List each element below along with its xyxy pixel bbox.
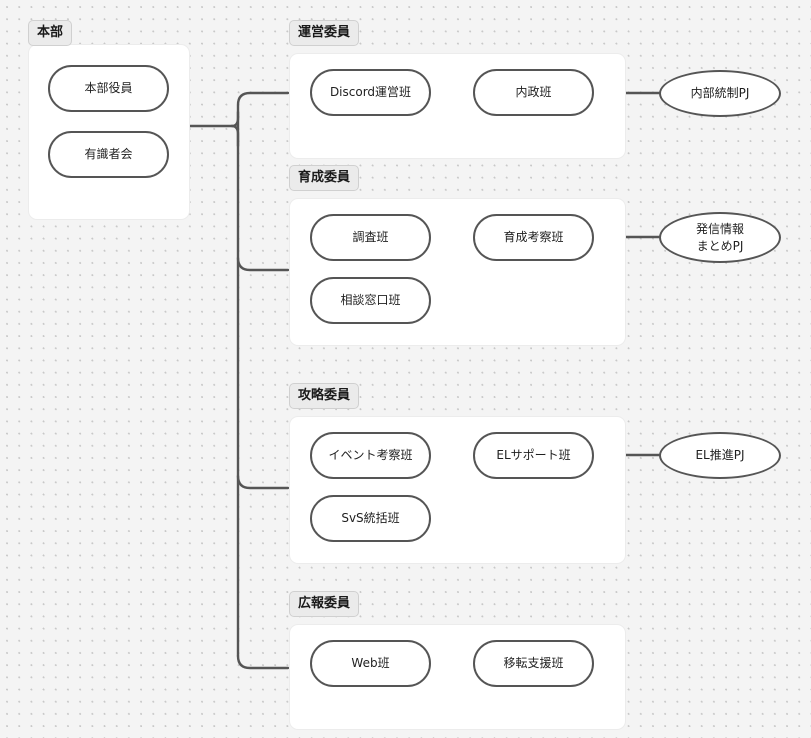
node-discord-unei-han[interactable]: Discord運営班 <box>310 69 431 116</box>
group-unei-iin: 運営委員 Discord運営班 内政班 <box>289 20 626 159</box>
project-hasshin-jouhou-matome-pj-line-1: 発信情報 <box>695 221 744 236</box>
group-label-kouryaku-iin: 攻略委員 <box>289 383 360 409</box>
node-naisei-han[interactable]: 内政班 <box>473 69 594 116</box>
group-ikusei-iin: 育成委員 調査班 育成考察班 相談窓口班 <box>289 165 626 346</box>
connector-branch-kouryaku <box>236 474 290 490</box>
node-ikusei-kousatsu-han[interactable]: 育成考察班 <box>473 214 594 261</box>
project-hasshin-jouhou-matome-pj-line-2: まとめPJ <box>696 238 744 253</box>
connector-branch-unei <box>230 91 290 128</box>
group-headquarters: 本部 本部役員 有識者会 <box>28 20 190 220</box>
group-label-ikusei-iin: 育成委員 <box>289 165 360 191</box>
project-el-suishin-pj-line-1: EL推進PJ <box>695 448 745 463</box>
node-svs-toukatsu-han[interactable]: SvS統括班 <box>310 495 431 542</box>
project-el-suishin-pj[interactable]: EL推進PJ <box>659 432 781 479</box>
node-web-han[interactable]: Web班 <box>310 640 431 687</box>
connector-branch-ikusei <box>236 256 290 272</box>
project-hasshin-jouhou-matome-pj[interactable]: 発信情報 まとめPJ <box>659 212 781 263</box>
project-naibu-tousei-pj-line-1: 内部統制PJ <box>690 86 750 101</box>
connector-trunk-elbow <box>230 124 240 148</box>
node-yuushikishakai[interactable]: 有識者会 <box>48 131 169 178</box>
node-iten-shien-han[interactable]: 移転支援班 <box>473 640 594 687</box>
node-event-kousatsu-han[interactable]: イベント考察班 <box>310 432 431 479</box>
group-kouryaku-iin: 攻略委員 イベント考察班 ELサポート班 SvS統括班 <box>289 383 626 564</box>
group-kouhou-iin: 広報委員 Web班 移転支援班 <box>289 591 626 730</box>
group-label-headquarters: 本部 <box>28 20 73 46</box>
node-el-support-han[interactable]: ELサポート班 <box>473 432 594 479</box>
node-honbu-yakuin[interactable]: 本部役員 <box>48 65 169 112</box>
node-chousa-han[interactable]: 調査班 <box>310 214 431 261</box>
node-soudan-madoguchi-han[interactable]: 相談窓口班 <box>310 277 431 324</box>
project-naibu-tousei-pj[interactable]: 内部統制PJ <box>659 70 781 117</box>
group-label-unei-iin: 運営委員 <box>289 20 360 46</box>
connector-branch-kouhou <box>236 654 290 670</box>
group-label-kouhou-iin: 広報委員 <box>289 591 360 617</box>
